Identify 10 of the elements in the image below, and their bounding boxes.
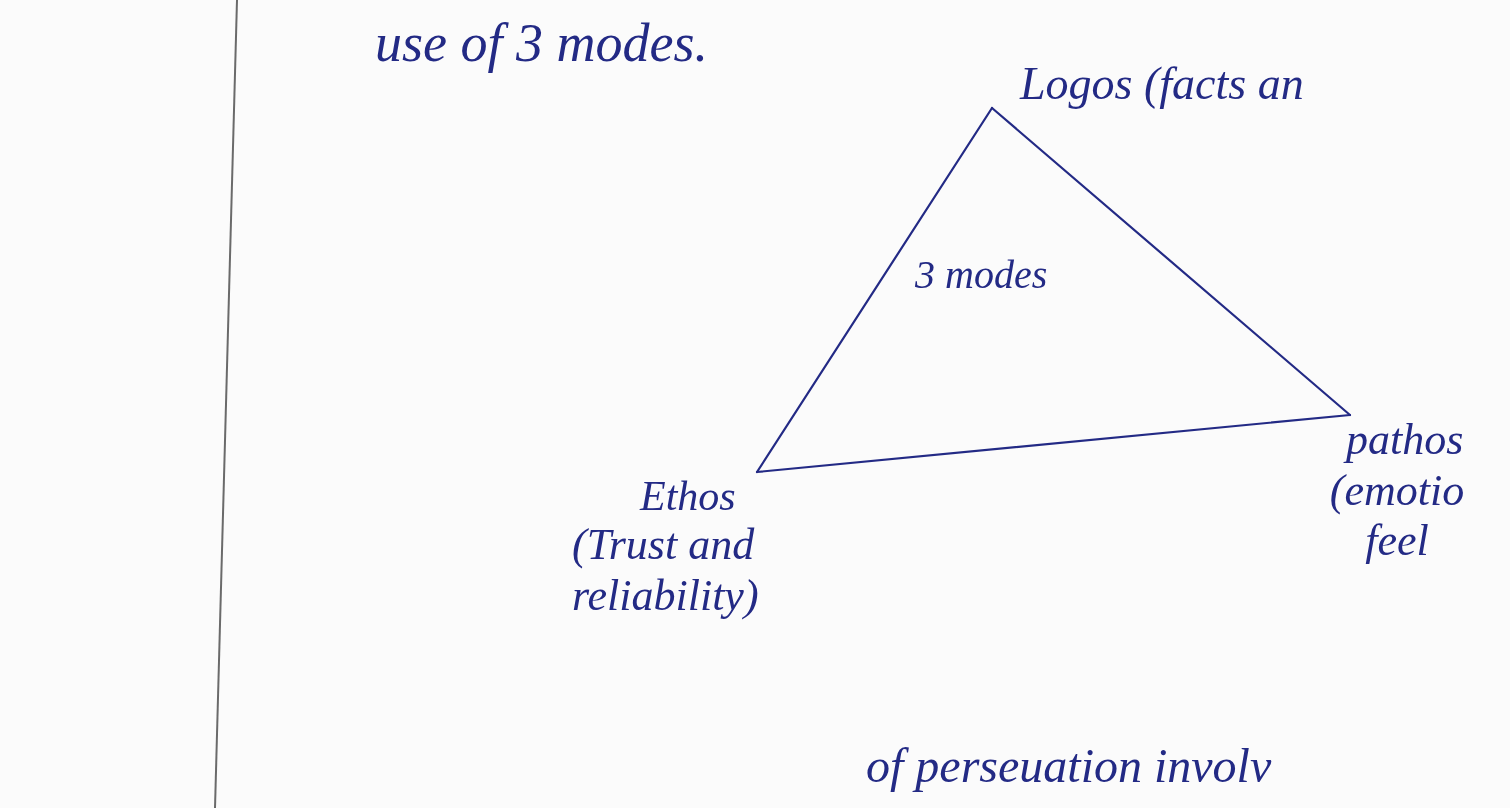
note-text: use of 3 modes. <box>375 12 708 75</box>
triangle-side <box>990 106 1352 417</box>
triangle-side <box>755 106 994 474</box>
term-description: (emotio feel <box>1328 465 1466 567</box>
triangle-label: 3 modes <box>915 252 1048 298</box>
triangle-side <box>755 413 1352 474</box>
term-label: Ethos <box>640 472 737 521</box>
term-label: Logos (facts an <box>1020 58 1305 111</box>
note-text: of perseuation involv <box>866 738 1272 794</box>
term-description: (Trust and reliability) <box>572 520 760 622</box>
